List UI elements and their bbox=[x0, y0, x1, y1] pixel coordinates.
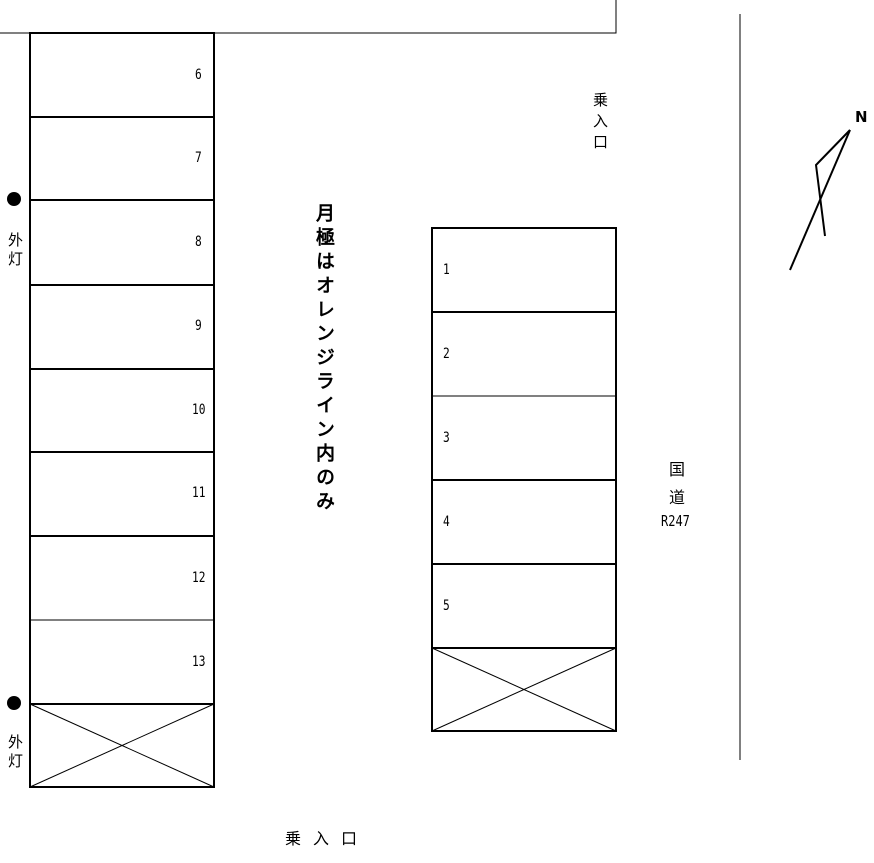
entrance-label-bottom: 乗入口 bbox=[285, 829, 370, 848]
stall-number: 3 bbox=[443, 430, 450, 446]
left-parking-row bbox=[29, 32, 215, 788]
compass-north-label: N bbox=[855, 108, 868, 126]
street-light-dot bbox=[7, 696, 21, 710]
road-label-char: 道 bbox=[669, 488, 686, 507]
stall-number: 6 bbox=[195, 67, 202, 83]
road-route-number: R247 bbox=[661, 512, 690, 530]
stall-number: 2 bbox=[443, 346, 450, 362]
building-edge-top bbox=[215, 0, 617, 34]
stall-number: 4 bbox=[443, 514, 450, 530]
monthly-parking-notice: 月極はオレンジライン内のみ bbox=[313, 203, 335, 515]
road-label-char: 国 bbox=[669, 460, 686, 479]
stall-number: 10 bbox=[192, 402, 206, 418]
street-light-label: 外灯 bbox=[6, 232, 24, 270]
north-arrow-icon bbox=[789, 129, 851, 271]
stall-number: 12 bbox=[192, 570, 206, 586]
left-row-outline bbox=[29, 32, 215, 788]
entrance-label-top: 乗入口 bbox=[591, 92, 609, 155]
street-light-label: 外灯 bbox=[6, 734, 24, 772]
stall-number: 5 bbox=[443, 598, 450, 614]
right-parking-row bbox=[431, 227, 617, 732]
no-parking-cross bbox=[431, 647, 617, 732]
stall-number: 8 bbox=[195, 234, 202, 250]
stall-number: 11 bbox=[192, 485, 206, 501]
stall-number: 9 bbox=[195, 318, 202, 334]
no-parking-cross bbox=[29, 703, 215, 788]
stall-number: 13 bbox=[192, 654, 206, 670]
stall-number: 1 bbox=[443, 262, 450, 278]
stall-number: 7 bbox=[195, 150, 202, 166]
street-light-dot bbox=[7, 192, 21, 206]
